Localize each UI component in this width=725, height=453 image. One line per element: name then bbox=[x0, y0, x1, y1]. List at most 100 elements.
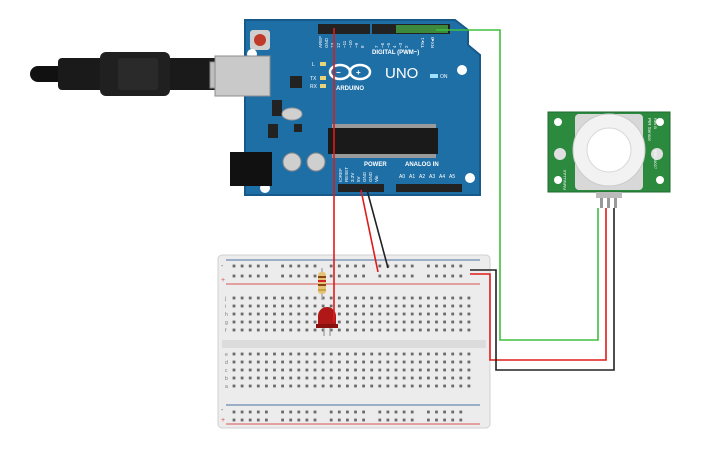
breadboard-hole[interactable] bbox=[394, 410, 398, 414]
breadboard-hole[interactable] bbox=[443, 410, 446, 414]
breadboard-hole[interactable] bbox=[394, 320, 398, 324]
breadboard-hole[interactable] bbox=[410, 264, 414, 268]
breadboard-hole[interactable] bbox=[435, 376, 438, 380]
breadboard-hole[interactable] bbox=[418, 320, 422, 324]
breadboard-hole[interactable] bbox=[321, 352, 325, 356]
breadboard-hole[interactable] bbox=[248, 360, 252, 364]
breadboard-hole[interactable] bbox=[281, 328, 284, 332]
breadboard-hole[interactable] bbox=[329, 304, 333, 308]
breadboard-hole[interactable] bbox=[281, 296, 284, 300]
breadboard-hole[interactable] bbox=[418, 368, 422, 372]
breadboard-hole[interactable] bbox=[402, 368, 406, 372]
breadboard-hole[interactable] bbox=[362, 352, 365, 356]
breadboard-hole[interactable] bbox=[248, 320, 252, 324]
breadboard-hole[interactable] bbox=[378, 418, 382, 422]
breadboard-hole[interactable] bbox=[459, 384, 463, 388]
breadboard-hole[interactable] bbox=[410, 368, 414, 372]
breadboard-hole[interactable] bbox=[354, 328, 357, 332]
breadboard-hole[interactable] bbox=[265, 360, 268, 364]
breadboard-hole[interactable] bbox=[418, 352, 422, 356]
breadboard-hole[interactable] bbox=[443, 368, 446, 372]
breadboard-hole[interactable] bbox=[435, 418, 438, 422]
breadboard-hole[interactable] bbox=[248, 264, 252, 268]
breadboard-hole[interactable] bbox=[256, 274, 260, 278]
breadboard-hole[interactable] bbox=[256, 384, 260, 388]
breadboard-hole[interactable] bbox=[386, 274, 390, 278]
pir-header[interactable] bbox=[596, 192, 622, 198]
pir-sensor[interactable]: PARALLAX PIR Sensor Rev B 555-28027 bbox=[547, 111, 671, 208]
breadboard-hole[interactable] bbox=[313, 376, 317, 380]
breadboard-hole[interactable] bbox=[329, 352, 333, 356]
breadboard-hole[interactable] bbox=[435, 410, 438, 414]
breadboard-hole[interactable] bbox=[402, 320, 406, 324]
breadboard-hole[interactable] bbox=[386, 410, 390, 414]
breadboard-hole[interactable] bbox=[378, 264, 382, 268]
breadboard-hole[interactable] bbox=[337, 418, 341, 422]
breadboard-hole[interactable] bbox=[418, 360, 422, 364]
breadboard-hole[interactable] bbox=[232, 376, 236, 380]
led[interactable] bbox=[316, 307, 338, 336]
breadboard-hole[interactable] bbox=[402, 312, 406, 316]
breadboard-hole[interactable] bbox=[370, 328, 374, 332]
breadboard-hole[interactable] bbox=[443, 264, 446, 268]
breadboard-hole[interactable] bbox=[256, 376, 260, 380]
breadboard-hole[interactable] bbox=[346, 368, 349, 372]
breadboard-hole[interactable] bbox=[410, 304, 414, 308]
digital-header[interactable] bbox=[318, 24, 370, 34]
breadboard-hole[interactable] bbox=[362, 368, 365, 372]
breadboard-hole[interactable] bbox=[248, 368, 252, 372]
breadboard-hole[interactable] bbox=[459, 264, 463, 268]
breadboard-hole[interactable] bbox=[427, 296, 430, 300]
breadboard-hole[interactable] bbox=[451, 376, 455, 380]
breadboard-hole[interactable] bbox=[329, 360, 333, 364]
breadboard-hole[interactable] bbox=[427, 264, 430, 268]
breadboard-hole[interactable] bbox=[370, 296, 374, 300]
breadboard-hole[interactable] bbox=[313, 274, 317, 278]
breadboard-hole[interactable] bbox=[248, 418, 252, 422]
breadboard-hole[interactable] bbox=[248, 328, 252, 332]
breadboard-hole[interactable] bbox=[313, 320, 317, 324]
breadboard-hole[interactable] bbox=[418, 384, 422, 388]
breadboard-hole[interactable] bbox=[329, 418, 333, 422]
breadboard-hole[interactable] bbox=[297, 328, 301, 332]
breadboard-hole[interactable] bbox=[451, 296, 455, 300]
breadboard-hole[interactable] bbox=[435, 360, 438, 364]
breadboard-hole[interactable] bbox=[435, 352, 438, 356]
breadboard-hole[interactable] bbox=[265, 274, 268, 278]
breadboard-hole[interactable] bbox=[273, 296, 276, 300]
resistor[interactable] bbox=[318, 268, 326, 300]
breadboard-hole[interactable] bbox=[313, 328, 317, 332]
breadboard-hole[interactable] bbox=[362, 264, 365, 268]
breadboard-hole[interactable] bbox=[402, 304, 406, 308]
breadboard-hole[interactable] bbox=[435, 320, 438, 324]
breadboard-hole[interactable] bbox=[273, 376, 276, 380]
breadboard-hole[interactable] bbox=[370, 352, 374, 356]
breadboard-hole[interactable] bbox=[427, 304, 430, 308]
breadboard-hole[interactable] bbox=[297, 264, 301, 268]
breadboard-hole[interactable] bbox=[354, 376, 357, 380]
breadboard-hole[interactable] bbox=[337, 274, 341, 278]
breadboard-hole[interactable] bbox=[459, 368, 463, 372]
breadboard-hole[interactable] bbox=[362, 384, 365, 388]
breadboard-hole[interactable] bbox=[354, 296, 357, 300]
breadboard-hole[interactable] bbox=[354, 312, 357, 316]
breadboard-hole[interactable] bbox=[443, 384, 446, 388]
breadboard-hole[interactable] bbox=[443, 360, 446, 364]
breadboard-hole[interactable] bbox=[305, 328, 309, 332]
breadboard-hole[interactable] bbox=[281, 352, 284, 356]
breadboard-hole[interactable] bbox=[297, 410, 301, 414]
breadboard-hole[interactable] bbox=[265, 320, 268, 324]
breadboard-hole[interactable] bbox=[394, 328, 398, 332]
breadboard-hole[interactable] bbox=[427, 320, 430, 324]
breadboard-hole[interactable] bbox=[451, 320, 455, 324]
breadboard-hole[interactable] bbox=[305, 384, 309, 388]
breadboard-hole[interactable] bbox=[273, 352, 276, 356]
breadboard-hole[interactable] bbox=[402, 360, 406, 364]
breadboard-hole[interactable] bbox=[354, 360, 357, 364]
analog-header[interactable] bbox=[396, 184, 462, 192]
breadboard-hole[interactable] bbox=[451, 352, 455, 356]
breadboard-hole[interactable] bbox=[289, 384, 293, 388]
breadboard-hole[interactable] bbox=[362, 312, 365, 316]
breadboard-hole[interactable] bbox=[394, 304, 398, 308]
breadboard-hole[interactable] bbox=[305, 368, 309, 372]
